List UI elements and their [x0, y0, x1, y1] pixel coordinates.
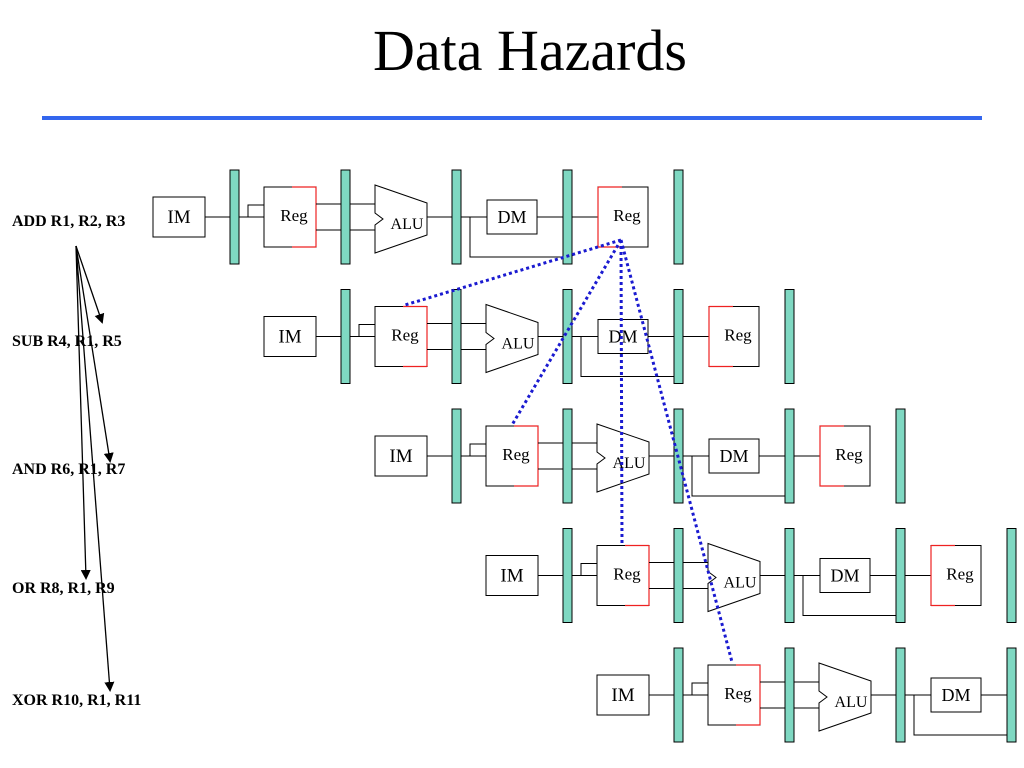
pipeline-latch — [1006, 647, 1017, 743]
bypass-wire — [469, 217, 563, 258]
reg-write-label: Reg — [946, 565, 974, 584]
bypass-wire — [691, 456, 785, 497]
reg-read-label: Reg — [280, 206, 308, 225]
pipeline-latch — [673, 647, 684, 743]
dependency-arrow — [75, 245, 91, 580]
pipeline-latch — [784, 647, 795, 743]
page-title: Data Hazards — [373, 18, 687, 83]
alu-label: ALU — [613, 455, 646, 472]
pipeline-latch — [784, 408, 795, 504]
dm-label: DM — [719, 446, 748, 466]
pipeline-latch — [562, 408, 573, 504]
alu-label: ALU — [391, 216, 424, 233]
pipeline-latch — [562, 289, 573, 384]
pipeline-latch — [784, 289, 795, 384]
im-label: IM — [278, 327, 301, 348]
reg-read-box — [485, 425, 539, 487]
dependency-arrow — [75, 245, 115, 692]
dm-label: DM — [608, 327, 637, 347]
reg-read-label: Reg — [391, 326, 419, 345]
pipeline-latch — [451, 408, 462, 504]
hazard-line — [619, 239, 734, 663]
hazard-line — [404, 238, 622, 307]
im-box — [596, 674, 650, 716]
instruction-label-and: AND R6, R1, R7 — [12, 461, 126, 478]
dm-label: DM — [941, 685, 970, 705]
im-box — [374, 435, 428, 477]
pipeline-latch — [784, 528, 795, 623]
wire — [247, 204, 264, 217]
wire — [469, 443, 486, 456]
instruction-label-or: OR R8, R1, R9 — [12, 580, 115, 597]
dm-label: DM — [497, 207, 526, 227]
reg-write-box — [708, 306, 760, 367]
pipeline-latch — [1006, 528, 1017, 623]
reg-write-box — [819, 425, 871, 487]
bypass-wire — [802, 575, 896, 616]
bypass-wire — [580, 336, 674, 377]
pipeline-latch — [340, 289, 351, 384]
dependency-arrow — [75, 245, 105, 324]
dm-box — [930, 677, 982, 713]
instruction-label-add: ADD R1, R2, R3 — [12, 213, 126, 230]
pipeline-latch — [895, 647, 906, 743]
pipeline-latch — [562, 169, 573, 265]
reg-read-box — [707, 664, 761, 726]
im-label: IM — [500, 566, 523, 587]
dm-box — [708, 438, 760, 474]
alu-shape — [374, 184, 428, 254]
reg-write-box — [930, 545, 982, 606]
im-box — [485, 555, 539, 596]
hazard-line — [619, 239, 624, 547]
alu-label: ALU — [724, 575, 757, 592]
reg-read-label: Reg — [724, 684, 752, 703]
instruction-label-sub: SUB R4, R1, R5 — [12, 333, 122, 350]
reg-read-box — [374, 306, 428, 367]
alu-shape — [818, 662, 872, 732]
reg-write-label: Reg — [613, 206, 641, 225]
pipeline-latch — [562, 528, 573, 623]
pipeline-latch — [673, 528, 684, 623]
im-label: IM — [389, 446, 412, 467]
pipeline-latch — [340, 169, 351, 265]
reg-write-box — [597, 186, 649, 248]
im-label: IM — [611, 685, 634, 706]
title-underline — [42, 116, 982, 120]
pipeline-latch — [451, 169, 462, 265]
wire — [358, 324, 375, 337]
reg-write-label: Reg — [835, 445, 863, 464]
wire — [580, 563, 597, 576]
wire — [691, 682, 708, 695]
pipeline-latch — [895, 408, 906, 504]
pipeline-latch — [895, 528, 906, 623]
reg-read-box — [596, 545, 650, 606]
dependency-arrow — [75, 245, 114, 463]
reg-read-label: Reg — [502, 445, 530, 464]
pipeline-latch — [229, 169, 240, 265]
reg-write-label: Reg — [724, 326, 752, 345]
pipeline-latch — [673, 169, 684, 265]
dm-label: DM — [830, 566, 859, 586]
reg-read-label: Reg — [613, 565, 641, 584]
pipeline-latch — [673, 289, 684, 384]
im-box — [152, 196, 206, 238]
instruction-label-xor: XOR R10, R1, R11 — [12, 692, 142, 709]
im-label: IM — [167, 207, 190, 228]
alu-shape — [485, 303, 539, 374]
dm-box — [819, 558, 871, 593]
alu-label: ALU — [835, 694, 868, 711]
pipeline-latch — [451, 289, 462, 384]
alu-label: ALU — [502, 336, 535, 353]
dm-box — [486, 199, 538, 235]
bypass-wire — [913, 695, 1007, 736]
